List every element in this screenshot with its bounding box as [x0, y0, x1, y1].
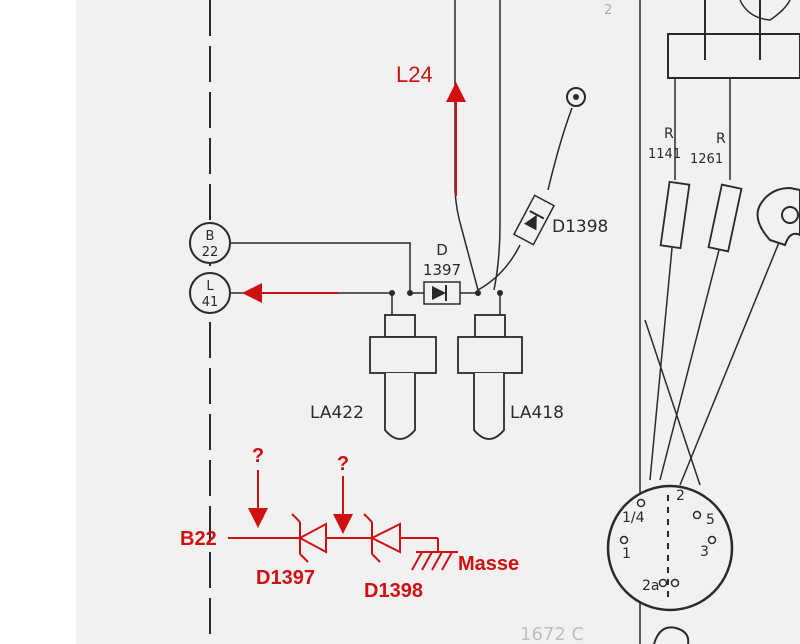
diode-d1398	[512, 194, 556, 246]
eyelet-hole	[573, 94, 579, 100]
socket-pin	[670, 578, 680, 588]
socket-pin-1-4: 1/4	[622, 510, 645, 526]
annotation-d1397: D1397	[256, 567, 315, 589]
relay-block	[667, 33, 800, 79]
socket-pin	[658, 578, 668, 588]
diode-d1397	[410, 281, 478, 305]
wire-to-socket	[649, 247, 673, 481]
socket-pin-3: 3	[700, 544, 709, 560]
r1141-letter: R	[664, 126, 674, 142]
switch-pivot	[781, 206, 799, 224]
question-mark-2: ?	[337, 453, 349, 475]
bottom-fragment	[653, 626, 690, 644]
wire-b22	[230, 242, 411, 293]
question-mark-1: ?	[252, 445, 264, 467]
socket-pin	[619, 535, 629, 545]
socket-pin	[707, 535, 717, 545]
connector-l41-letter: L	[206, 279, 214, 294]
connector-b22-letter: B	[206, 229, 215, 244]
bottom-partial-label: 1672 C	[520, 624, 584, 644]
l24-label: L24	[396, 62, 433, 87]
lamp-la422	[369, 293, 437, 440]
r1141-number: 1141	[648, 147, 681, 162]
top-right-partial-label: 2	[604, 3, 612, 18]
annotation-d1398: D1398	[364, 580, 423, 602]
la418-label: LA418	[510, 403, 564, 423]
d1397-letter: D	[436, 241, 448, 259]
resistor-r1141	[659, 180, 691, 250]
socket-pin-2a: 2a	[642, 578, 660, 594]
r1261-letter: R	[716, 131, 726, 147]
top-right-fragment	[739, 0, 791, 21]
switch-body	[756, 186, 800, 247]
annotation-masse: Masse	[458, 553, 519, 575]
wire-d1398-top	[547, 107, 573, 191]
red-annotation: ? ? B22 D1397	[180, 445, 519, 602]
r1261-number: 1261	[690, 152, 723, 167]
socket-pin-1: 1	[622, 546, 631, 562]
lamp-la418	[457, 293, 523, 440]
wire-d1398-bottom	[477, 244, 521, 291]
socket-pin-5: 5	[706, 512, 715, 528]
annotation-b22: B22	[180, 528, 217, 550]
socket-pin-2: 2	[676, 488, 685, 504]
connector-l41: L 41	[189, 272, 231, 314]
resistor-r1261	[707, 183, 743, 253]
socket-pin	[636, 498, 646, 508]
connector-b22: B 22	[189, 222, 231, 264]
ground-symbol	[411, 551, 458, 571]
socket-pin	[692, 510, 702, 520]
la422-label: LA422	[310, 403, 364, 423]
connector-l41-number: 41	[202, 295, 219, 310]
d1398-label: D1398	[552, 217, 608, 237]
wire-right-top	[493, 0, 501, 291]
wire-to-socket	[659, 249, 720, 481]
round-socket	[606, 484, 734, 612]
wire-to-socket	[679, 239, 781, 486]
connector-b22-number: 22	[202, 245, 219, 260]
d1397-number: 1397	[423, 261, 461, 279]
